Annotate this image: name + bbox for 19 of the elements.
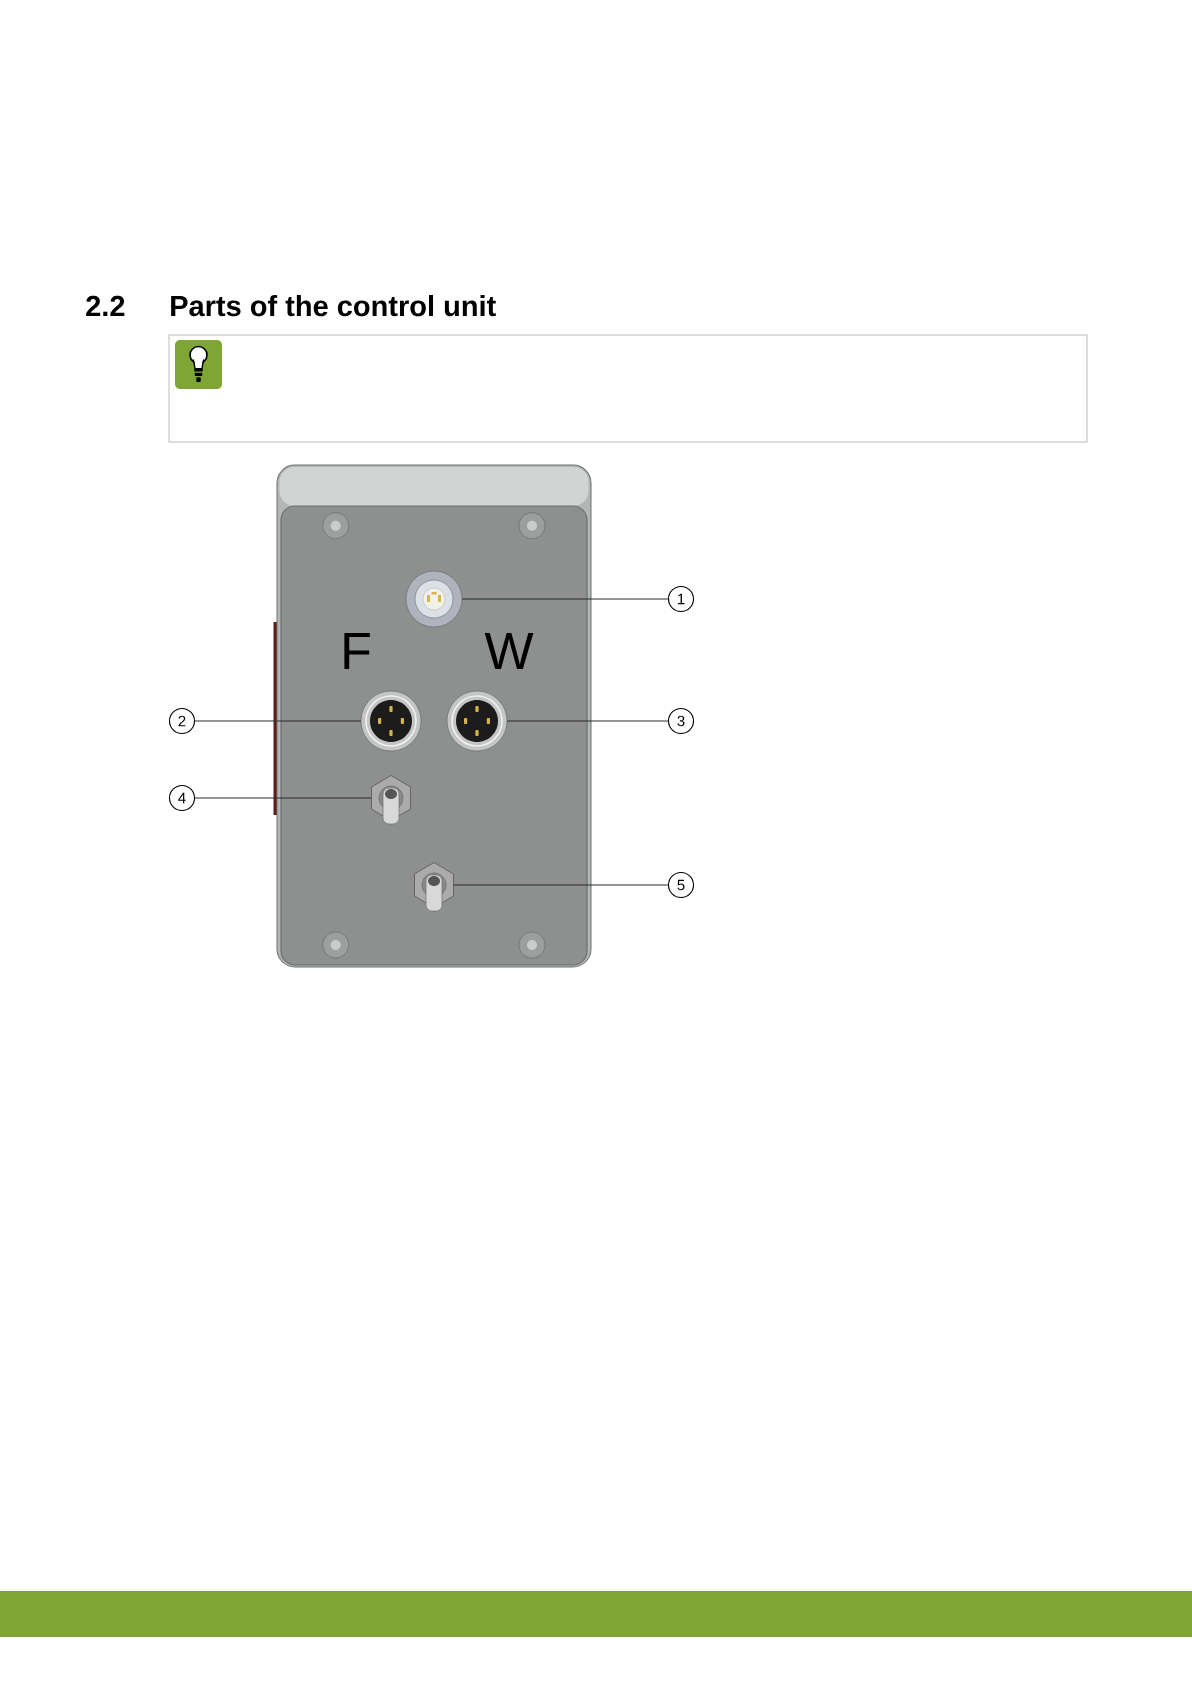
leader-line (461, 598, 669, 600)
callout-number: 3 (667, 707, 695, 735)
leader-line (453, 884, 669, 886)
pin-connector (360, 690, 422, 752)
leader-line (506, 720, 669, 722)
round-connector (405, 570, 463, 628)
pin-connector (446, 690, 508, 752)
callout-number: 2 (168, 707, 196, 735)
toggle-switch (371, 775, 411, 825)
callout-number: 1 (667, 585, 695, 613)
toggle-switch (414, 862, 454, 912)
section-title: Parts of the control unit (171, 295, 496, 317)
callout-number: 5 (667, 871, 695, 899)
section-number: 2.2 (86, 295, 125, 316)
panel-letter: W (484, 633, 534, 669)
leader-line (194, 720, 362, 722)
panel-letter: F (344, 633, 370, 669)
callout-number: 4 (168, 784, 196, 812)
leader-line (194, 797, 372, 799)
